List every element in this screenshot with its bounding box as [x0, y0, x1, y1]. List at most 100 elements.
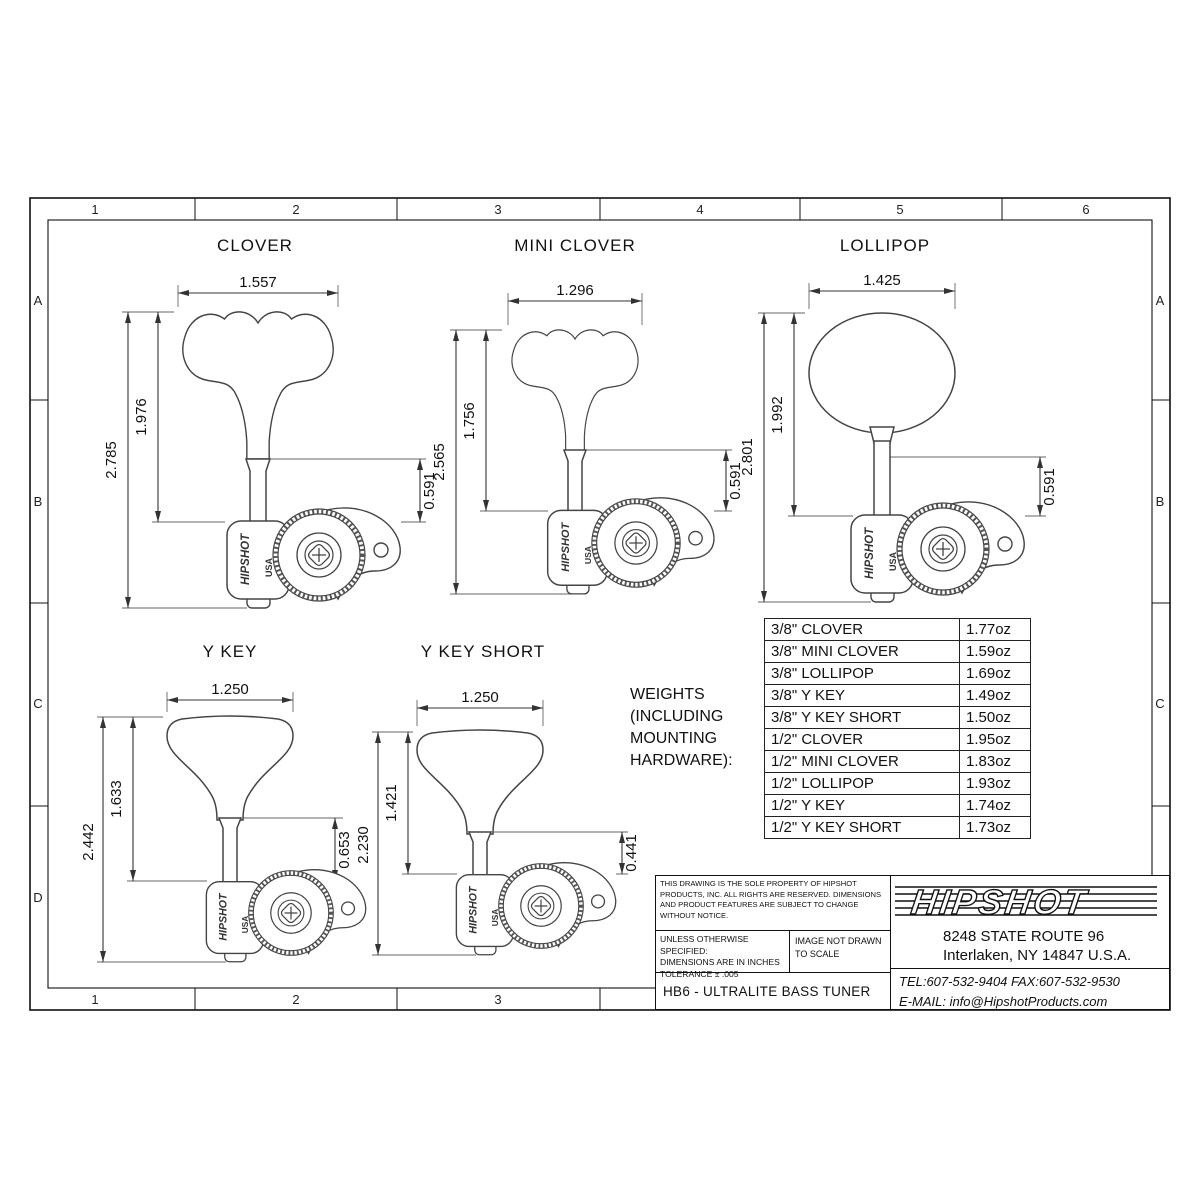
weight-value: 1.93oz: [959, 772, 1031, 795]
address-line-2: Interlaken, NY 14847 U.S.A.: [943, 947, 1132, 964]
clover-title: CLOVER: [217, 236, 293, 255]
weight-value: 1.95oz: [959, 728, 1031, 751]
title-block-left: THIS DRAWING IS THE SOLE PROPERTY OF HIP…: [656, 876, 891, 1009]
brand-logo-text: HIPSHOT: [909, 883, 1091, 922]
grid-ticks: [30, 198, 1170, 1010]
weight-value: 1.50oz: [959, 706, 1031, 729]
weights-label-line-1: WEIGHTS: [630, 686, 705, 703]
clover-shaft: [244, 458, 272, 526]
spec-line-2: DIMENSIONS ARE IN INCHES: [660, 957, 780, 968]
y-key-short-shaft-dim: 0.441: [623, 834, 640, 872]
disclaimer-text: THIS DRAWING IS THE SOLE PROPERTY OF HIP…: [656, 876, 890, 931]
spec-row: UNLESS OTHERWISE SPECIFIED: DIMENSIONS A…: [656, 931, 890, 979]
spec-line-3: TOLERANCE ± .005: [660, 968, 739, 979]
grid-col-1: 1: [91, 202, 98, 217]
weight-value: 1.73oz: [959, 816, 1031, 839]
lollipop-shaft-dim: 0.591: [1041, 468, 1058, 506]
lollipop-title: LOLLIPOP: [839, 236, 931, 255]
phone-line: TEL:607-532-9404 FAX:607-532-9530: [899, 974, 1120, 989]
y-key-short-paddle: [416, 729, 544, 835]
lollipop-width-dim: 1.425: [863, 272, 901, 289]
grid-row-d-left: D: [33, 890, 42, 905]
lollipop-drawing: 1.425 2.801 1.992 0.591: [739, 272, 1058, 635]
clover-width-dim: 1.557: [239, 274, 277, 291]
weight-name: 3/8" CLOVER: [764, 618, 960, 641]
grid-row-c-left: C: [33, 696, 42, 711]
y-key-key-height-dim: 1.633: [108, 780, 125, 818]
y-key-short-width-dim: 1.250: [461, 689, 499, 706]
weight-name: 1/2" CLOVER: [764, 728, 960, 751]
weight-value: 1.74oz: [959, 794, 1031, 817]
mini-clover-drawing: 1.296 2.565 1.756 0.591: [431, 282, 744, 635]
mini-clover-shaft-dim: 0.591: [727, 462, 744, 500]
weights-label-line-3: MOUNTING: [630, 730, 718, 747]
y-key-short-total-height-dim: 2.230: [355, 826, 372, 864]
weight-name: 1/2" MINI CLOVER: [764, 750, 960, 773]
y-key-paddle: [166, 715, 294, 821]
spec-line-1: UNLESS OTHERWISE SPECIFIED:: [660, 934, 749, 956]
grid-col-3: 3: [494, 202, 501, 217]
grid-row-a-right: A: [1156, 293, 1165, 308]
weights-label-line-2: (INCLUDING: [630, 708, 724, 725]
brand-box: HIPSHOT 8248 STATE ROUTE 96 Interlaken, …: [891, 876, 1169, 969]
grid-col-1-bottom: 1: [91, 992, 98, 1007]
mini-clover-title: MINI CLOVER: [514, 236, 636, 255]
grid-col-6: 6: [1082, 202, 1089, 217]
clover-drawing: 1.557 2.785 1.976 0.591: [103, 274, 438, 635]
weight-value: 1.83oz: [959, 750, 1031, 773]
weight-name: 3/8" Y KEY SHORT: [764, 706, 960, 729]
y-key-short-title: Y KEY SHORT: [420, 642, 546, 661]
grid-col-4: 4: [696, 202, 703, 217]
mini-clover-shaft: [562, 449, 588, 516]
y-key-title: Y KEY: [202, 642, 258, 661]
title-block: THIS DRAWING IS THE SOLE PROPERTY OF HIP…: [655, 875, 1170, 1010]
grid-col-3-bottom: 3: [494, 992, 501, 1007]
grid-col-5: 5: [896, 202, 903, 217]
mini-clover-key-height-dim: 1.756: [461, 402, 478, 440]
clover-key: [182, 311, 334, 460]
weights-label: WEIGHTS (INCLUDING MOUNTING HARDWARE):: [630, 684, 733, 772]
weight-name: 3/8" Y KEY: [764, 684, 960, 707]
part-title: HB6 - ULTRALITE BASS TUNER: [663, 983, 871, 999]
email-line: E-MAIL: info@HipshotProducts.com: [899, 994, 1108, 1009]
weight-value: 1.69oz: [959, 662, 1031, 685]
y-key-short-drawing: 1.250 2.230 1.421 0.441: [355, 689, 640, 995]
y-key-shaft: [217, 817, 243, 885]
y-key-total-height-dim: 2.442: [80, 823, 97, 861]
y-key-width-dim: 1.250: [211, 681, 249, 698]
weight-name: 1/2" LOLLIPOP: [764, 772, 960, 795]
grid-row-c-right: C: [1155, 696, 1164, 711]
clover-total-height-dim: 2.785: [103, 441, 120, 479]
weights-label-line-4: HARDWARE):: [630, 752, 733, 769]
mini-clover-key: [511, 329, 639, 452]
lollipop-key-height-dim: 1.992: [769, 396, 786, 434]
weight-value: 1.49oz: [959, 684, 1031, 707]
grid-col-2: 2: [292, 202, 299, 217]
weight-name: 1/2" Y KEY: [764, 794, 960, 817]
title-block-right: HIPSHOT 8248 STATE ROUTE 96 Interlaken, …: [891, 876, 1169, 1009]
hipshot-logo: HIPSHOT: [895, 882, 1157, 923]
grid-col-2-bottom: 2: [292, 992, 299, 1007]
weight-value: 1.59oz: [959, 640, 1031, 663]
y-key-short-key-height-dim: 1.421: [383, 784, 400, 822]
y-key-drawing: 1.250 2.442 1.633 0.653: [80, 681, 445, 995]
y-key-shaft-dim: 0.653: [336, 831, 353, 869]
clover-shaft-dim: 0.591: [421, 472, 438, 510]
grid-row-a-left: A: [34, 293, 43, 308]
address-line-1: 8248 STATE ROUTE 96: [943, 928, 1105, 945]
weight-name: 1/2" Y KEY SHORT: [764, 816, 960, 839]
lollipop-shaft: [873, 440, 891, 522]
weight-value: 1.77oz: [959, 618, 1031, 641]
